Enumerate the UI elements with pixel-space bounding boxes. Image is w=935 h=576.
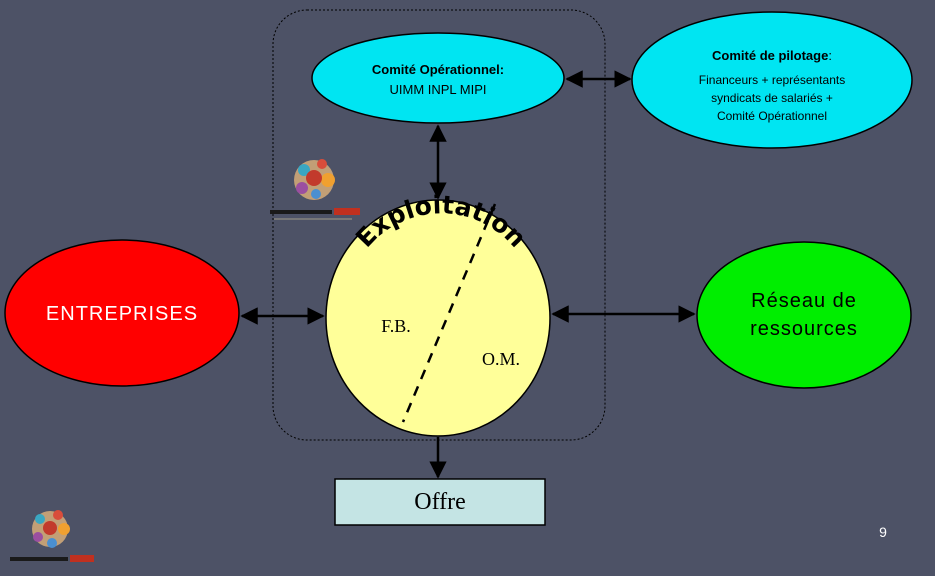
exploitation-divider <box>401 203 497 423</box>
comite-pilotage-node <box>631 11 913 149</box>
logo-icon <box>270 159 360 220</box>
logo-icon <box>10 510 94 562</box>
page-number: 9 <box>879 524 887 540</box>
entreprises-label: ENTREPRISES <box>45 302 199 325</box>
competences-plus-logo-top <box>270 150 366 230</box>
exploitation-fb-label: F.B. <box>381 315 411 336</box>
comite-pilotage-title: Comité de pilotage <box>712 48 829 63</box>
exploitation-node <box>325 199 551 437</box>
entreprises-node <box>4 239 240 387</box>
comite-operationnel-title: Comité Opérationnel: <box>371 62 505 77</box>
comite-pilotage-line2: syndicats de salariés + <box>711 91 833 105</box>
reseau-line2: ressources <box>750 318 858 340</box>
reseau-label: Réseau de ressources <box>712 285 896 345</box>
exploitation-om-label: O.M. <box>481 348 520 369</box>
comite-pilotage-line3: Comité Opérationnel <box>716 109 828 123</box>
comite-pilotage-label: Comité de pilotage: Financeurs + représe… <box>650 38 894 134</box>
offre-label: Offre <box>414 488 466 515</box>
comite-pilotage-heading: Comité de pilotage: <box>712 47 832 65</box>
comite-operationnel-node <box>311 32 565 124</box>
comite-operationnel-members: UIMM INPL MIPI <box>389 82 487 97</box>
comite-operationnel-label: Comité Opérationnel: UIMM INPL MIPI <box>318 58 558 102</box>
reseau-line1: Réseau de <box>751 290 857 312</box>
offre-node <box>334 478 546 526</box>
comite-pilotage-line1: Financeurs + représentants <box>698 73 846 87</box>
competences-plus-logo-bottom <box>10 505 102 571</box>
reseau-node <box>696 241 912 389</box>
comite-pilotage-colon: : <box>828 48 832 63</box>
